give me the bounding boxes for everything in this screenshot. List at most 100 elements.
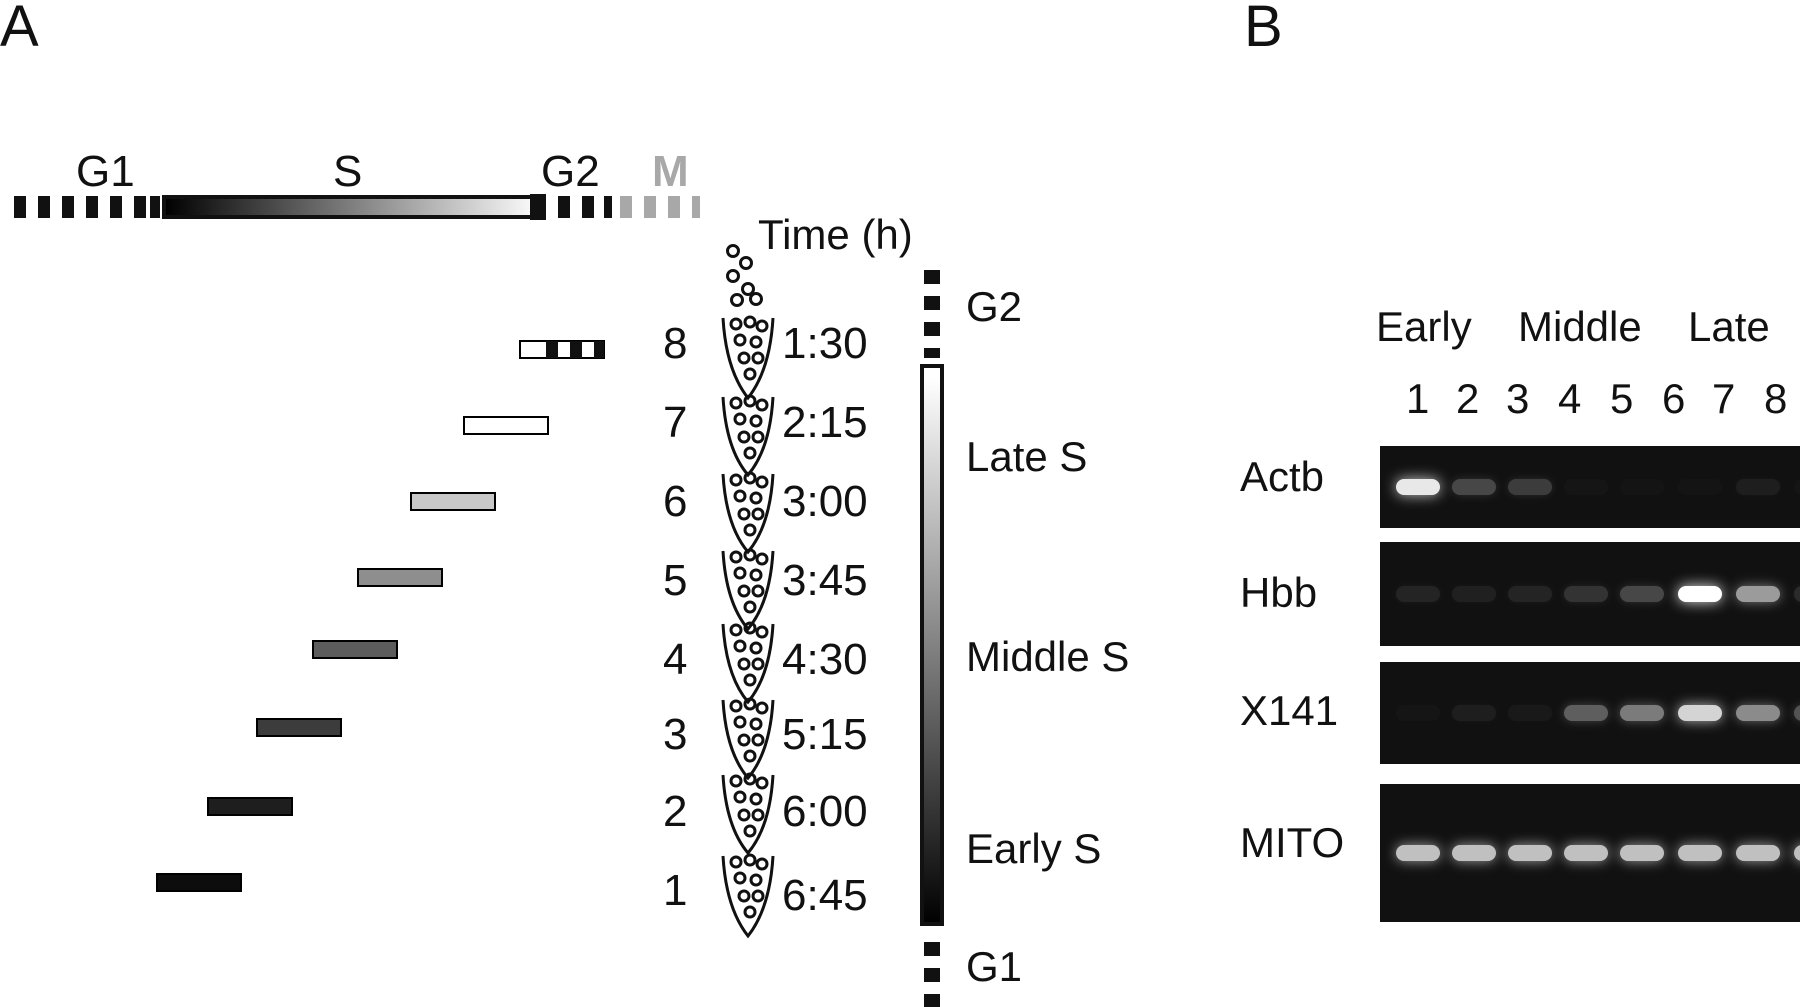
- gel-band: [1736, 845, 1780, 861]
- gel-band: [1452, 705, 1496, 721]
- panel-b-letter: B: [1244, 0, 1283, 59]
- tube-icon-8: [721, 315, 775, 401]
- gel-band: [1736, 586, 1780, 602]
- gel-band: [1396, 479, 1440, 495]
- fraction-time-2: 6:00: [782, 787, 868, 836]
- droplet-icon: [726, 244, 740, 258]
- droplet-icon: [730, 293, 744, 307]
- g2-dashes: [558, 196, 612, 218]
- fraction-time-3: 5:15: [782, 710, 868, 759]
- scale-label-g1: G1: [966, 943, 1023, 990]
- g1-dashes: [14, 196, 160, 218]
- droplet-icon: [741, 282, 755, 296]
- phase-label-s: S: [333, 147, 363, 196]
- lane-number-3: 3: [1506, 375, 1530, 422]
- gel-band: [1396, 845, 1440, 861]
- gel-strip-mito: [1380, 784, 1800, 922]
- gel-strip-hbb: [1380, 542, 1800, 646]
- gate-bar-8: [519, 340, 605, 359]
- gel-band: [1794, 479, 1800, 495]
- lane-number-5: 5: [1610, 375, 1634, 422]
- gel-band: [1736, 479, 1780, 495]
- gel-band: [1508, 479, 1552, 495]
- fraction-number-7: 7: [663, 398, 688, 447]
- fraction-number-3: 3: [663, 710, 688, 759]
- gel-band: [1678, 586, 1722, 602]
- phase-label-g1: G1: [76, 147, 135, 196]
- cell-cycle-bar: [14, 194, 700, 220]
- vertical-phase-scale: [920, 270, 944, 1007]
- gel-label-mito: MITO: [1240, 819, 1345, 866]
- gate-bar-2: [207, 797, 293, 816]
- gel-band: [1564, 479, 1608, 495]
- gel-band: [1620, 586, 1664, 602]
- phase-label-g2: G2: [541, 147, 600, 196]
- gel-label-actb: Actb: [1240, 453, 1325, 500]
- s-phase-gradient-bar: [162, 195, 544, 219]
- droplet-icon: [726, 269, 740, 283]
- droplet-icon: [739, 256, 753, 270]
- gate-bar-6: [410, 492, 496, 511]
- collection-tubes: [721, 244, 775, 939]
- tube-icon-4: [721, 621, 775, 705]
- gate-bar-1: [156, 873, 242, 892]
- droplet-icon: [749, 292, 763, 306]
- fraction-time-6: 3:00: [782, 477, 868, 526]
- gel-band: [1452, 586, 1496, 602]
- tube-icon-5: [721, 548, 775, 632]
- fraction-time-7: 2:15: [782, 398, 868, 447]
- scale-label-late-s: Late S: [966, 433, 1088, 480]
- gel-band: [1452, 479, 1496, 495]
- fraction-number-6: 6: [663, 477, 688, 526]
- gel-band: [1564, 586, 1608, 602]
- gel-band: [1564, 845, 1608, 861]
- gate-bar-3: [256, 718, 342, 737]
- lane-number-7: 7: [1712, 375, 1736, 422]
- gel-band: [1452, 845, 1496, 861]
- panel-a-letter: A: [0, 0, 39, 59]
- phase-label-m: M: [652, 147, 689, 196]
- fraction-number-5: 5: [663, 556, 688, 605]
- time-header: Time (h): [758, 211, 913, 258]
- tube-icon-1: [721, 853, 775, 939]
- g2-dashes-vertical: [924, 270, 940, 358]
- gel-band: [1794, 586, 1800, 602]
- gel-label-hbb: Hbb: [1240, 569, 1318, 616]
- gel-band: [1736, 705, 1780, 721]
- fraction-time-4: 4:30: [782, 635, 868, 684]
- tube-icon-6: [721, 471, 775, 555]
- gel-band: [1620, 705, 1664, 721]
- tube-icon-2: [721, 772, 775, 856]
- m-dashes: [620, 196, 700, 218]
- fraction-number-1: 1: [663, 866, 688, 915]
- gel-band: [1678, 845, 1722, 861]
- scale-label-middle-s: Middle S: [966, 633, 1130, 680]
- s-phase-vertical-gradient: [920, 364, 944, 926]
- group-label-middle: Middle: [1518, 303, 1642, 350]
- lane-number-4: 4: [1558, 375, 1582, 422]
- gel-band: [1508, 705, 1552, 721]
- gate-bar-7: [463, 416, 549, 435]
- fraction-time-5: 3:45: [782, 556, 868, 605]
- fraction-number-8: 8: [663, 319, 688, 368]
- gel-band: [1794, 705, 1800, 721]
- lane-number-1: 1: [1406, 375, 1430, 422]
- group-label-early: Early: [1376, 303, 1472, 350]
- lane-number-6: 6: [1662, 375, 1686, 422]
- gel-band: [1396, 705, 1440, 721]
- gel-band: [1620, 479, 1664, 495]
- gel-band: [1794, 845, 1800, 861]
- scale-label-g2: G2: [966, 283, 1023, 330]
- gate-bar-4: [312, 640, 398, 659]
- fraction-number-4: 4: [663, 635, 688, 684]
- tube-icon-7: [721, 394, 775, 478]
- fraction-time-1: 6:45: [782, 871, 868, 920]
- group-label-late: Late: [1688, 303, 1770, 350]
- s-phase-bar-end: [530, 194, 546, 220]
- g1-dashes-vertical: [924, 942, 940, 1007]
- gel-band: [1508, 586, 1552, 602]
- sort-gate-bars: [156, 340, 605, 892]
- gel-strip-actb: [1380, 446, 1800, 528]
- gel-band: [1564, 705, 1608, 721]
